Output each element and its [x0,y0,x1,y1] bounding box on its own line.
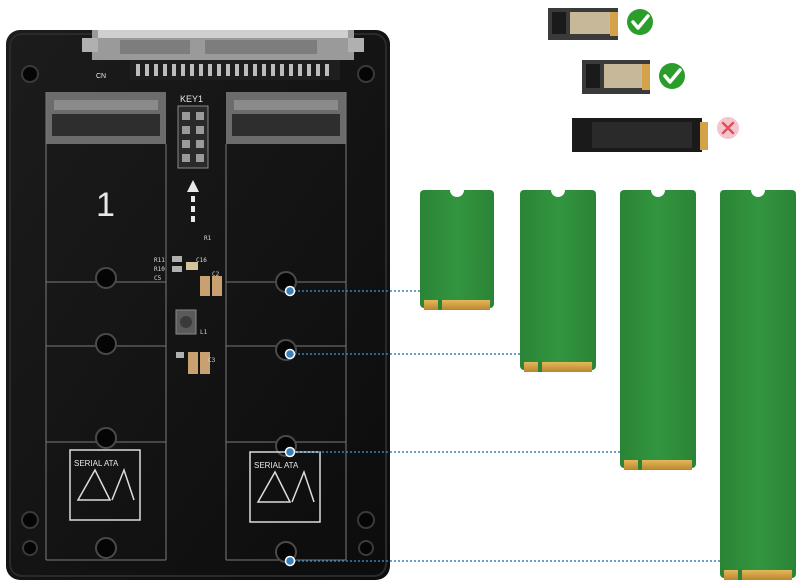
mounting-holes [21,65,375,556]
label-r1: R1 [204,235,212,242]
m2-module-2260 [520,190,596,372]
m2-module-2242 [420,190,494,310]
connector-pin [226,64,230,76]
connector-pin [262,64,266,76]
label-c2: C2 [212,271,220,278]
connector-pin [163,64,167,76]
logo-text-left: SERIAL ATA [74,459,119,468]
connector-pin [136,64,140,76]
connector-pin [145,64,149,76]
connector-pin [190,64,194,76]
smd-components [172,256,222,374]
cn-label: CN [96,73,106,80]
cross-icon [717,117,739,139]
compat-module-1 [548,8,618,40]
key-label: KEY1 [180,94,203,104]
connector-pin [199,64,203,76]
sata-logo-left [69,449,141,521]
adapter-board: 1 KEY1 CN R11 R10 C5 C16 C2 L1 C3 R1 SER… [6,30,390,580]
connector-pin [280,64,284,76]
arrow-up-icon [187,180,199,222]
key-jumper [177,105,209,169]
connector-pin [325,64,329,76]
m2-module-2280 [620,190,696,470]
connector-pin [307,64,311,76]
m2-module-22110 [720,190,796,580]
logo-text-right: SERIAL ATA [254,461,299,470]
checkmark-icon [627,9,653,35]
compat-module-3 [572,118,708,152]
connector-pin [244,64,248,76]
connector-pin [181,64,185,76]
label-r10: R10 [154,266,165,273]
connector-pin [217,64,221,76]
connector-pins [136,64,329,76]
label-l1: L1 [200,329,208,336]
connector-pin [208,64,212,76]
connector-pin [154,64,158,76]
checkmark-icon [659,63,685,89]
label-c3: C3 [208,357,216,364]
connector-pin [316,64,320,76]
connector-pin [235,64,239,76]
compat-module-2 [582,60,650,94]
connector-pin [271,64,275,76]
label-r11: R11 [154,257,165,264]
connector-pin [289,64,293,76]
m2-slot-left [46,92,166,144]
label-c16: C16 [196,257,207,264]
connector-pin [172,64,176,76]
slot-number: 1 [96,186,115,224]
sata-logo-right [249,451,321,523]
label-c5: C5 [154,275,162,282]
guide-lines [290,290,720,562]
m2-slot-right [226,92,346,144]
connector-pin [253,64,257,76]
connector-pin [298,64,302,76]
guide-markers [284,285,296,567]
